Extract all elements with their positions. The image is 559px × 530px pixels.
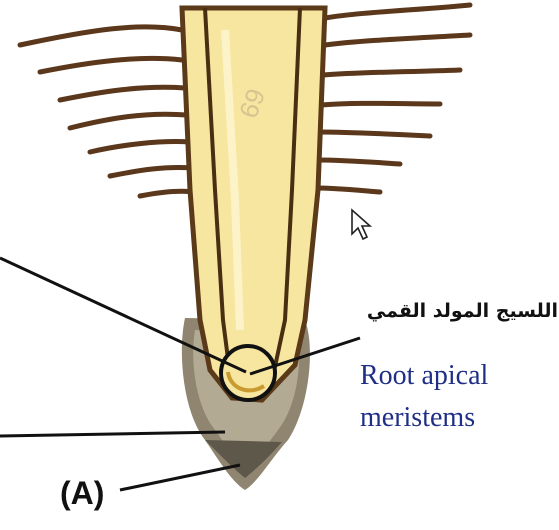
- english-label-line2: meristems: [360, 397, 559, 439]
- arabic-label: اللسيج المولد القمي: [330, 300, 558, 322]
- mouse-cursor-icon: [352, 210, 370, 239]
- leader-line-part-a: [120, 465, 240, 490]
- part-a-label: (A): [60, 475, 104, 512]
- english-label: Root apical meristems: [360, 355, 559, 439]
- leader-line-bottom-left: [0, 432, 225, 436]
- right-root-hairs: [315, 5, 470, 192]
- left-root-hairs: [20, 27, 196, 196]
- english-label-line1: Root apical: [360, 355, 559, 397]
